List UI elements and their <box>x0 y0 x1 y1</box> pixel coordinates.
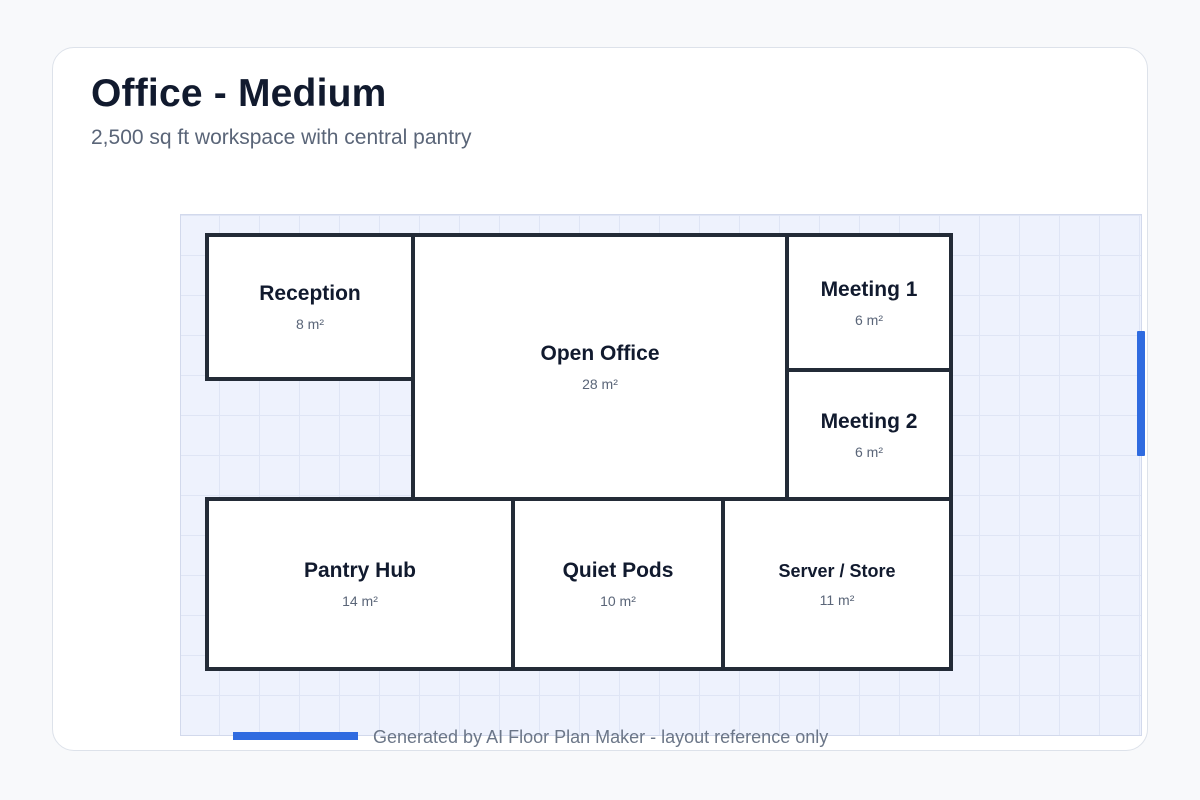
room-open-office[interactable]: Open Office 28 m² <box>411 233 789 501</box>
room-area: 8 m² <box>296 316 324 332</box>
room-area: 6 m² <box>855 443 883 460</box>
page-subtitle: 2,500 sq ft workspace with central pantr… <box>91 126 472 149</box>
room-reception[interactable]: Reception 8 m² <box>205 233 415 381</box>
room-meeting-2[interactable]: Meeting 2 6 m² <box>785 368 953 501</box>
room-area: 28 m² <box>582 376 618 392</box>
room-name: Meeting 1 <box>820 277 918 301</box>
vertical-scrollbar[interactable] <box>1137 331 1145 456</box>
room-quiet-pods[interactable]: Quiet Pods 10 m² <box>511 497 725 671</box>
room-area: 6 m² <box>855 311 883 328</box>
room-name: Quiet Pods <box>562 559 674 582</box>
room-area: 11 m² <box>819 591 855 608</box>
room-name: Open Office <box>540 342 660 365</box>
room-server-store[interactable]: Server / Store 11 m² <box>721 497 953 671</box>
floor-plan-card: Office - Medium 2,500 sq ft workspace wi… <box>52 47 1148 751</box>
room-area: 10 m² <box>600 593 636 609</box>
room-name: Pantry Hub <box>303 559 416 582</box>
room-meeting-1[interactable]: Meeting 1 6 m² <box>785 233 953 372</box>
floor-plan-canvas[interactable]: Reception 8 m² Open Office 28 m² Meeting… <box>180 214 1142 736</box>
room-name: Reception <box>259 282 361 305</box>
page-title: Office - Medium <box>91 72 387 115</box>
footer-note: Generated by AI Floor Plan Maker - layou… <box>373 727 829 747</box>
room-pantry-hub[interactable]: Pantry Hub 14 m² <box>205 497 515 671</box>
room-name: Meeting 2 <box>820 409 918 433</box>
room-name: Server / Store <box>778 560 896 581</box>
scale-bar <box>233 732 358 740</box>
room-area: 14 m² <box>342 593 378 609</box>
